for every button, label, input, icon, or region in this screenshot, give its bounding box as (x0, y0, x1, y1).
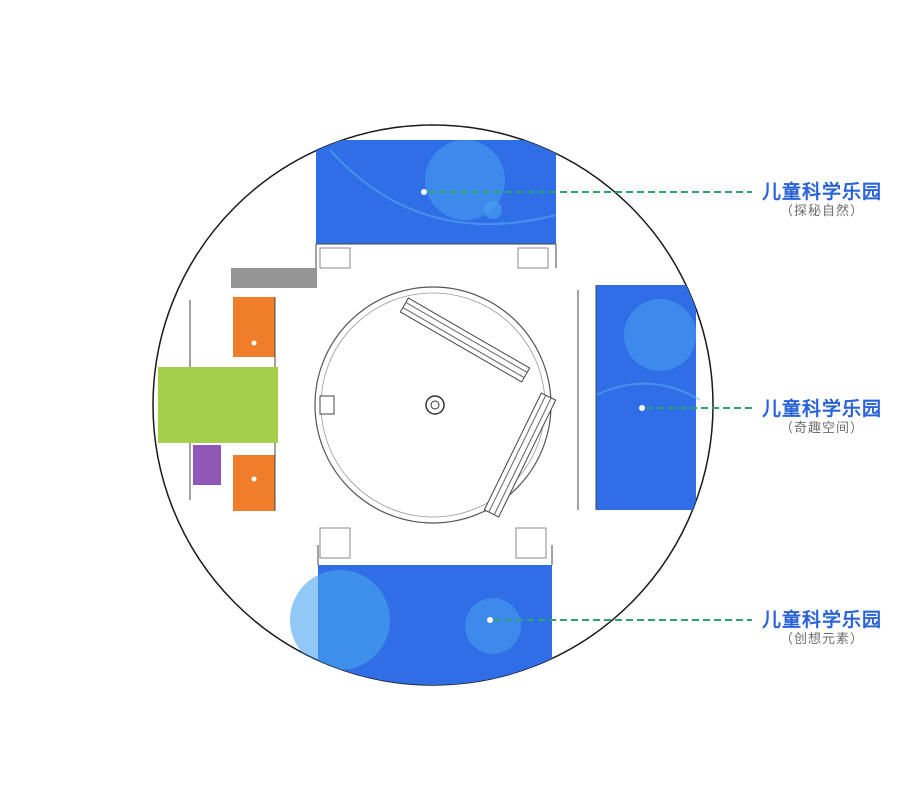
orange-room-marker (251, 340, 257, 346)
zone-south-marker[interactable] (487, 617, 493, 623)
central-atrium (314, 286, 557, 524)
zone-subtitle-east: （奇趣空间） (779, 421, 864, 436)
zone-north-marker[interactable] (421, 189, 427, 195)
room-orange-4 (233, 485, 275, 511)
zone-title-east: 儿童科学乐园 (761, 398, 882, 420)
room-grey (231, 268, 317, 288)
room-purple (193, 445, 221, 485)
zone-label-east[interactable]: 儿童科学乐园 （奇趣空间） (757, 398, 887, 438)
zone-title-south: 儿童科学乐园 (761, 609, 882, 631)
orange-room-marker-2 (251, 476, 257, 482)
zone-subtitle-north: （探秘自然） (779, 204, 864, 219)
zone-east-marker[interactable] (639, 405, 645, 411)
zone-east-area[interactable] (595, 285, 701, 510)
zone-title-north: 儿童科学乐园 (761, 181, 882, 203)
escalator-1 (399, 297, 531, 383)
zone-south-area[interactable] (290, 565, 552, 690)
room-orange-1 (233, 297, 275, 329)
inner-walls (189, 243, 597, 565)
center-column-icon (425, 395, 445, 415)
zone-west-green (158, 367, 278, 443)
zone-label-south[interactable]: 儿童科学乐园 （创想元素） (757, 609, 887, 649)
zone-label-north[interactable]: 儿童科学乐园 （探秘自然） (757, 181, 887, 221)
escalator-2 (483, 392, 557, 518)
zone-subtitle-south: （创想元素） (779, 632, 864, 647)
